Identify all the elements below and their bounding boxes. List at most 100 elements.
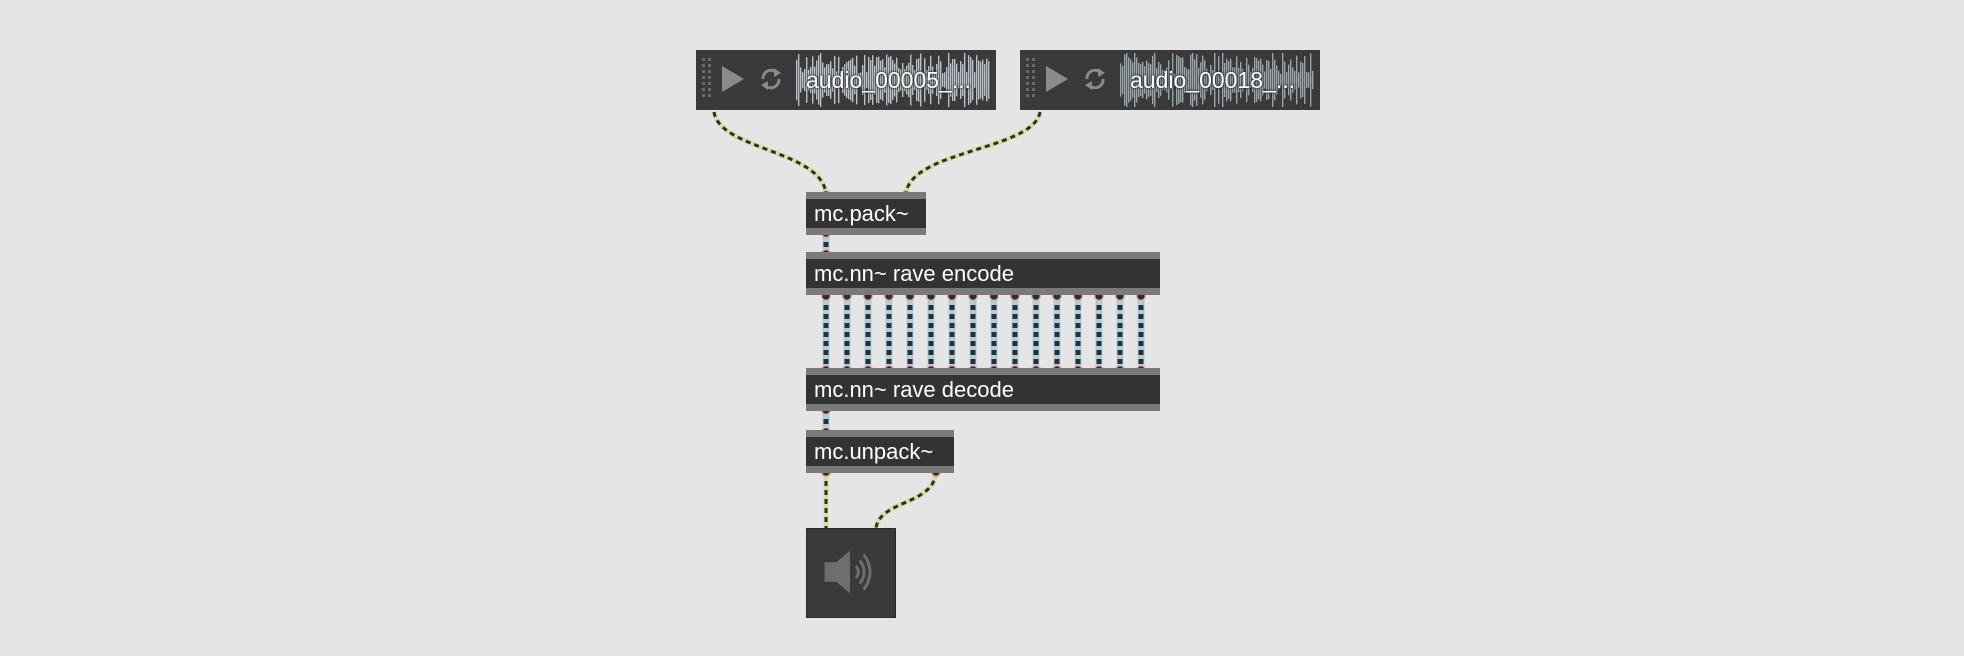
waveform-sample [824,67,826,93]
waveform-sample [806,57,808,103]
inlet-bar [806,368,1160,375]
waveform-sample [956,63,958,97]
waveform-sample [1156,68,1158,92]
waveform-sample [1140,63,1142,97]
waveform-display[interactable] [1120,53,1314,107]
waveform-sample [964,53,966,107]
audio-player-2[interactable]: audio_00018_... [1020,50,1320,110]
waveform-sample [976,55,978,105]
waveform-sample [802,71,804,89]
waveform-sample [1212,69,1214,91]
waveform-sample [940,61,942,99]
waveform-sample [1176,54,1178,106]
waveform-sample [1240,61,1242,99]
waveform-sample [1306,72,1308,88]
speaker-icon [824,550,872,594]
waveform-sample [890,56,892,104]
cord-player1-to-pack-dash [712,111,828,194]
waveform-sample [1180,57,1182,103]
waveform-sample [854,65,856,95]
waveform-sample [880,60,882,100]
waveform-sample [856,55,858,105]
cord-player1-to-pack [711,111,829,194]
waveform-sample [902,62,904,98]
waveform-sample [1152,55,1154,105]
waveform-sample [960,61,962,99]
waveform-sample [818,55,820,105]
waveform-sample [1290,59,1292,101]
drag-grip-icon[interactable] [1026,58,1036,100]
loop-icon[interactable] [758,65,784,93]
waveform-sample [1204,60,1206,100]
waveform-sample [850,59,852,101]
audio-player-1[interactable]: audio_00005_... [696,50,996,110]
waveform-sample [932,66,934,94]
waveform-sample [1228,61,1230,99]
waveform-sample [874,65,876,95]
rave-decode-object[interactable]: mc.nn~ rave decode [806,368,1160,411]
cord-player2-to-pack [903,111,1043,194]
audio-filename: audio_00005_... [806,66,971,93]
waveform-sample [1218,56,1220,104]
waveform-sample [1170,70,1172,90]
waveform-sample [1280,73,1282,87]
inlet-bar [806,430,954,437]
waveform-sample [1144,66,1146,94]
waveform-sample [1130,59,1132,101]
waveform-sample [852,57,854,103]
waveform-sample [862,65,864,95]
waveform-sample [1230,58,1232,102]
waveform-sample [922,73,924,87]
waveform-sample [1246,57,1248,103]
audio-output-toggle[interactable] [806,528,896,618]
waveform-sample [1222,53,1224,107]
waveform-sample [1186,68,1188,92]
waveform-sample [1236,56,1238,104]
waveform-sample [1250,72,1252,88]
mc-pack-object[interactable]: mc.pack~ [806,192,926,235]
waveform-sample [980,61,982,99]
waveform-sample [900,69,902,91]
waveform-sample [1134,53,1136,107]
waveform-sample [908,62,910,98]
waveform-sample [848,60,850,100]
play-icon[interactable] [720,64,746,94]
waveform-sample [882,59,884,101]
waveform-sample [914,70,916,90]
waveform-sample [1260,58,1262,102]
waveform-sample [1288,64,1290,96]
waveform-sample [1300,61,1302,99]
loop-icon[interactable] [1082,65,1108,93]
mc-unpack-object[interactable]: mc.unpack~ [806,430,954,473]
waveform-sample [970,57,972,103]
waveform-sample [872,55,874,105]
waveform-sample [958,71,960,89]
waveform-sample [812,56,814,104]
waveform-sample [1174,73,1176,87]
waveform-sample [822,62,824,98]
waveform-sample [836,71,838,89]
waveform-sample [1210,64,1212,96]
rave-encode-object[interactable]: mc.nn~ rave encode [806,252,1160,295]
waveform-sample [844,64,846,96]
waveform-sample [938,55,940,105]
waveform-sample [898,67,900,93]
waveform-sample [860,72,862,88]
waveform-sample [840,73,842,87]
play-icon[interactable] [1044,64,1070,94]
waveform-sample [1184,66,1186,94]
waveform-sample [988,60,990,100]
drag-grip-icon[interactable] [702,58,712,100]
waveform-sample [1160,64,1162,96]
cord-player2-to-pack-dash [904,111,1042,194]
waveform-sample [838,56,840,104]
waveform-sample [828,64,830,96]
waveform-sample [846,62,848,98]
waveform-sample [1266,60,1268,100]
waveform-sample [834,56,836,104]
waveform-display[interactable] [796,53,990,107]
waveform-sample [1196,53,1198,107]
waveform-sample [950,63,952,97]
waveform-sample [1166,67,1168,93]
